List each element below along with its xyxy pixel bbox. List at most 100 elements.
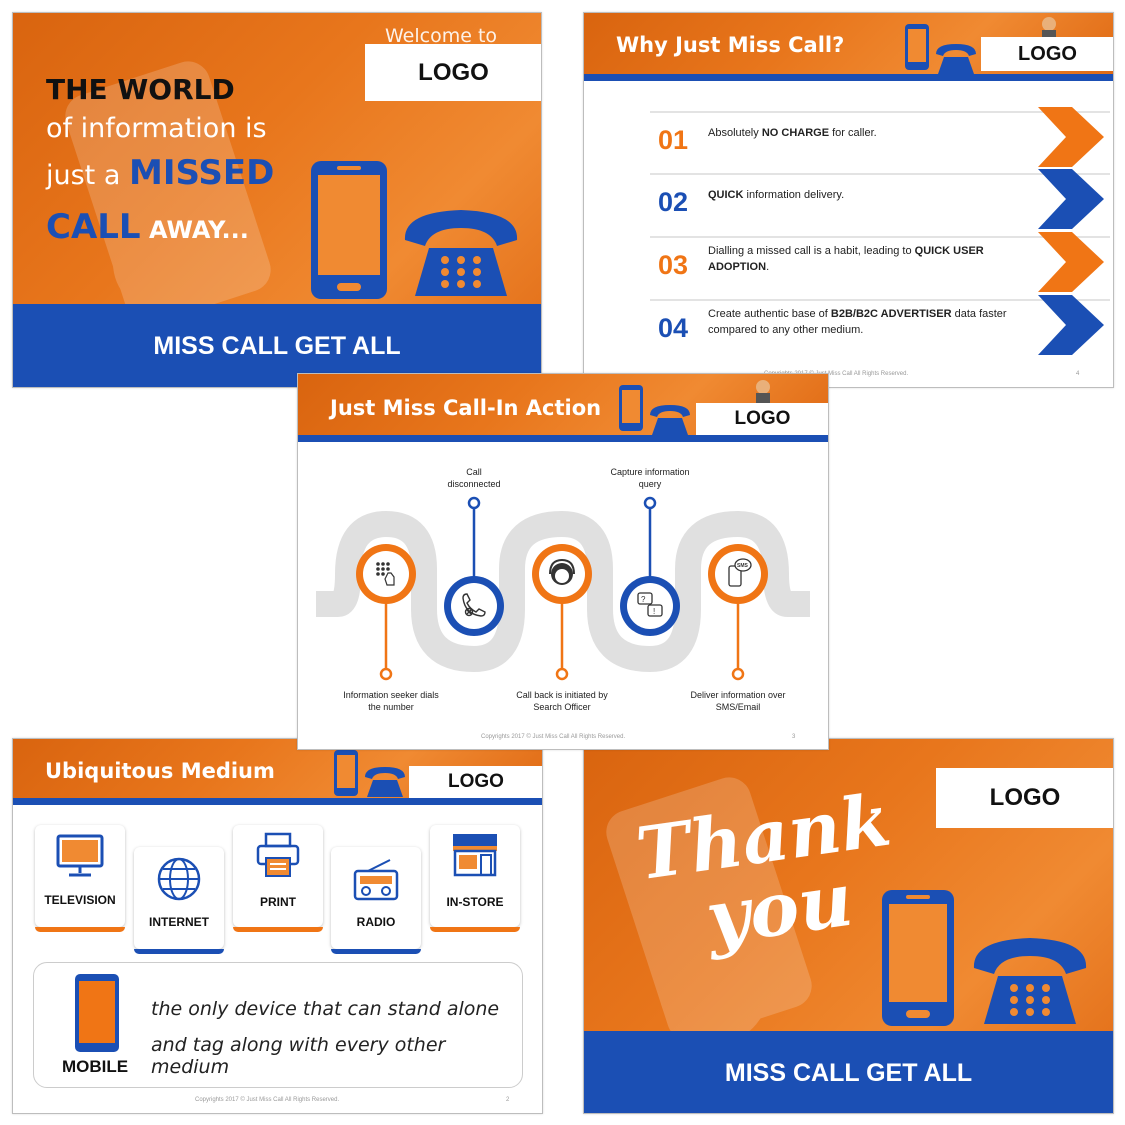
- chevron-arrow-icon: [1038, 232, 1104, 292]
- reason-text: Absolutely NO CHARGE for caller.: [708, 125, 1038, 141]
- logo: LOGO: [696, 403, 828, 435]
- medium-card-print: PRINT: [233, 825, 323, 932]
- chat-query-icon: ? !: [637, 592, 663, 617]
- reason-text: QUICK information delivery.: [708, 187, 1038, 203]
- page-number: 2: [506, 1097, 510, 1103]
- tagline-band: MISS CALL GET ALL: [584, 1031, 1113, 1113]
- page-number: 3: [792, 734, 796, 740]
- medium-card-internet: INTERNET: [134, 847, 224, 954]
- avatar-icon: [756, 380, 770, 404]
- call-disconnected-icon: [462, 593, 486, 617]
- medium-card-radio: RADIO: [331, 847, 421, 954]
- footer-copyright: Copyrights 2017 © Just Miss Call All Rig…: [764, 371, 909, 377]
- reason-number: 01: [658, 125, 689, 155]
- svg-text:?: ?: [641, 595, 646, 604]
- step-4: ? !: [620, 496, 680, 636]
- mobile-line-2: and tag along with every other medium: [151, 1034, 446, 1078]
- slide-thank-you[interactable]: LOGO Thank you MISS CALL GET ALL: [583, 738, 1114, 1114]
- card-accent-bar: [134, 949, 224, 954]
- smartphone-icon: [311, 161, 387, 299]
- card-accent-bar: [331, 949, 421, 954]
- mobile-phone-icon: [75, 974, 119, 1052]
- headline-missed: MISSED: [128, 153, 275, 193]
- wave-track: [316, 510, 810, 673]
- logo: LOGO: [936, 768, 1113, 828]
- medium-label: TELEVISION: [44, 893, 116, 907]
- footer-copyright: Copyrights 2017 © Just Miss Call All Rig…: [195, 1097, 340, 1103]
- reason-text-post: for caller.: [829, 127, 877, 139]
- header-divider: [298, 435, 828, 442]
- mobile-label: MOBILE: [62, 1057, 129, 1076]
- headline-just: just a: [46, 160, 129, 191]
- logo: LOGO: [981, 37, 1113, 71]
- slide-title-text: Ubiquitous Medium: [45, 759, 275, 783]
- step-label-3: Call back is initiated by Search Officer: [516, 690, 608, 712]
- svg-text:SMS: SMS: [737, 563, 749, 569]
- reason-text-bold: NO CHARGE: [761, 127, 830, 139]
- page-number: 4: [1076, 371, 1080, 377]
- sms-phone-icon: SMS: [728, 558, 752, 587]
- medium-label: IN-STORE: [446, 895, 504, 909]
- step-label-4: Capture information query: [610, 467, 690, 489]
- process-flow: ? ! SMS: [316, 496, 810, 681]
- step-2: [444, 496, 504, 636]
- step-5: SMS: [708, 544, 768, 681]
- reason-text-bold: B2B/B2C ADVERTISER: [830, 308, 952, 320]
- chevron-arrow-icon: [1038, 169, 1104, 229]
- slide-ubiquitous[interactable]: Ubiquitous Medium LOGO TELEVISION INTERN…: [12, 738, 543, 1114]
- operator-headset-icon: [549, 558, 575, 585]
- smartphone-icon: [619, 385, 643, 431]
- slide-in-action[interactable]: Just Miss Call-In Action LOGO: [297, 373, 829, 750]
- radio-icon: [353, 859, 399, 901]
- header-divider: [13, 798, 542, 805]
- printer-icon: [256, 832, 300, 877]
- slide-title[interactable]: Welcome to LOGO THE WORLD of information…: [12, 12, 542, 388]
- medium-card-in-store: IN-STORE: [430, 825, 520, 932]
- reason-text-pre: Absolutely: [708, 127, 762, 139]
- mobile-line-1: the only device that can stand alone: [151, 998, 500, 1020]
- welcome-text: Welcome to: [385, 25, 498, 47]
- slide-title-text: Just Miss Call-In Action: [330, 396, 602, 420]
- medium-card-television: TELEVISION: [35, 825, 125, 932]
- reason-row: 01 Absolutely NO CHARGE for caller.: [650, 111, 1110, 165]
- headline-call: CALL: [46, 207, 141, 247]
- reason-text-post: .: [766, 261, 770, 273]
- slide-title-text: Why Just Miss Call?: [616, 33, 845, 57]
- telephone-icon: [365, 767, 405, 797]
- reason-text-post: data faster compared to any other medium…: [708, 308, 1007, 336]
- smartphone-icon: [882, 890, 954, 1026]
- step-1: [356, 544, 416, 681]
- logo: LOGO: [409, 766, 542, 798]
- logo: LOGO: [365, 44, 541, 101]
- reason-text-pre: Dialling a missed call is a habit, leadi…: [708, 245, 915, 257]
- headline-line-1: THE WORLD: [46, 73, 235, 106]
- step-label-1: Information seeker dials the number: [343, 690, 439, 712]
- card-accent-bar: [233, 927, 323, 932]
- reason-text-post: information delivery.: [743, 189, 845, 201]
- headline-line-2: of information is: [46, 113, 267, 144]
- mobile-callout: MOBILE the only device that can stand al…: [33, 962, 523, 1088]
- reason-text-bold: QUICK USER ADOPTION: [708, 245, 984, 273]
- television-icon: [56, 834, 104, 877]
- chevron-arrow-icon: [1038, 107, 1104, 167]
- slide-why[interactable]: Why Just Miss Call? LOGO 01 Absolutely NO…: [583, 12, 1114, 388]
- footer-copyright: Copyrights 2017 © Just Miss Call All Rig…: [481, 734, 626, 740]
- reason-text: Dialling a missed call is a habit, leadi…: [708, 243, 1038, 275]
- telephone-icon: [936, 44, 976, 74]
- chevron-arrow-icon: [1038, 295, 1104, 355]
- telephone-icon: [650, 405, 690, 435]
- svg-text:!: !: [653, 607, 655, 616]
- medium-label: INTERNET: [149, 915, 209, 929]
- step-label-5: Deliver information over SMS/Email: [690, 690, 786, 712]
- hand-phone-background: [606, 777, 812, 1044]
- telephone-icon: [973, 938, 1087, 1024]
- telephone-icon: [404, 210, 518, 296]
- storefront-icon: [453, 834, 497, 877]
- step-3: [532, 544, 592, 681]
- medium-label: RADIO: [356, 915, 396, 929]
- reason-number: 04: [658, 313, 689, 343]
